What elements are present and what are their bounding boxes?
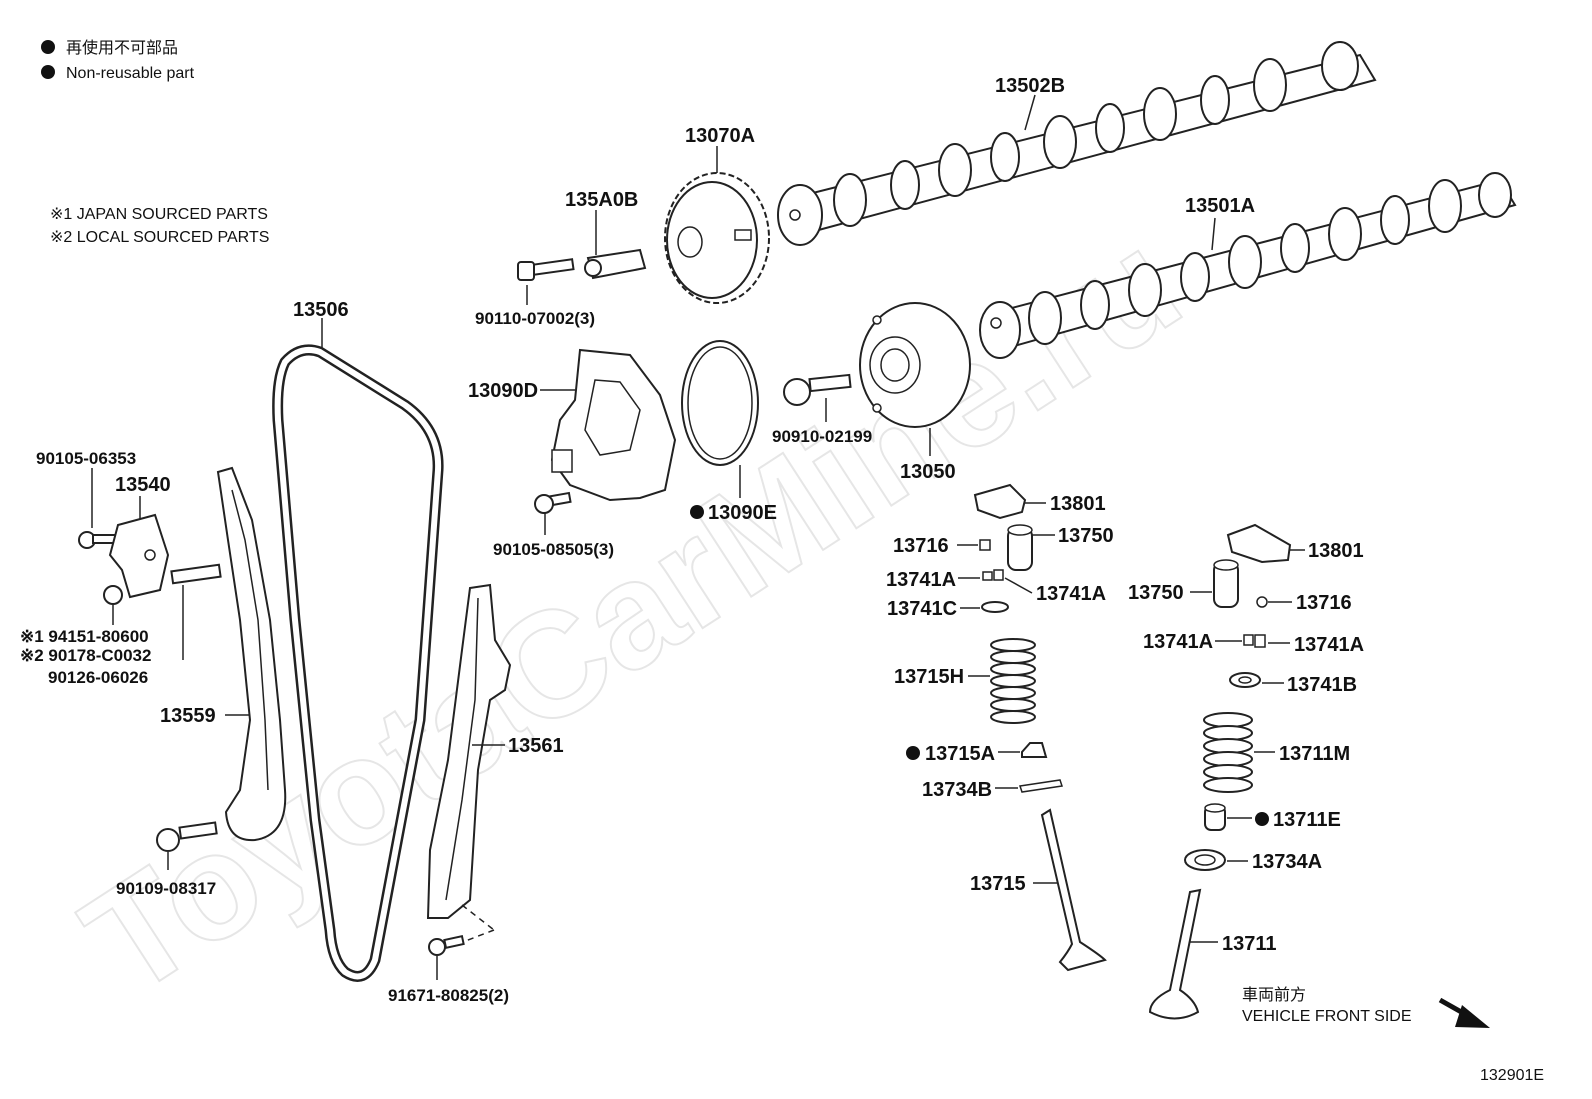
timing-chain-13506 [272,344,444,982]
label-13801-left: 13801 [1050,493,1106,515]
valve-keepers-13741A-left [982,569,1004,581]
label-13741A-a: 13741A [886,569,956,591]
front-direction-jp: 車両前方 [1242,986,1306,1004]
label-90126-06026: 90126-06026 [48,668,148,687]
label-13715A: 13715A [925,743,995,765]
non-reusable-dot-icon [906,746,920,760]
gasket-13090E [681,340,759,466]
timing-chain-case-13090D [550,348,677,502]
front-direction-en: VEHICLE FRONT SIDE [1242,1008,1412,1025]
label-135A0B: 135A0B [565,189,638,211]
label-13741A-b: 13741A [1036,583,1106,605]
valve-keepers-13741A-right [1243,634,1266,648]
non-reusable-dot-icon [41,65,55,79]
label-13540: 13540 [115,474,171,496]
rocker-arm-13801-right [1226,523,1292,564]
label-13070A: 13070A [685,125,755,147]
label-90105-08505: 90105-08505(3) [493,540,614,559]
stud-90126-06026 [170,563,222,585]
exhaust-valve-13715 [1040,808,1107,972]
bolt-90109 [156,821,218,852]
label-13711E: 13711E [1273,809,1341,831]
valve-stem-seal-13711E [1204,803,1226,831]
label-13715H: 13715H [894,666,964,688]
label-13501A: 13501A [1185,195,1255,217]
label-91671-80825: 91671-80825(2) [388,986,509,1005]
label-13801-right: 13801 [1308,540,1364,562]
non-reusable-dot-icon [1255,812,1269,826]
spring-retainer-13741C [981,601,1009,613]
label-13734A: 13734A [1252,851,1322,873]
bolt-90110 [517,258,575,281]
cam-timing-gear-13070A [664,172,770,304]
label-13506: 13506 [293,299,349,321]
cam-timing-gear-13050 [859,302,971,428]
washer-94151 [103,585,123,605]
rocker-arm-13801-left [973,483,1027,520]
spring-seat-13734B [1019,779,1063,793]
legend-en: Non-reusable part [66,65,195,82]
lash-adjuster-13750-right [1213,559,1239,608]
label-94151-80600: ※1 94151-80600 [20,627,149,646]
label-13741A-c: 13741A [1143,631,1213,653]
bolt-90910 [783,373,852,406]
label-13715: 13715 [970,873,1026,895]
front-arrow-icon [1438,997,1490,1028]
chain-vibration-damper-13561 [426,583,512,919]
lash-adjuster-13750-left [1007,524,1033,571]
pad-13716-left [979,539,991,551]
label-13502B: 13502B [995,75,1065,97]
valve-spring-13715H [990,638,1036,724]
camshaft-13502B [777,41,1377,246]
intake-valve-13711 [1148,888,1202,1020]
label-13741A-d: 13741A [1294,634,1364,656]
label-90178-C0032: ※2 90178-C0032 [20,646,151,665]
source-note-local: ※2 LOCAL SOURCED PARTS [50,229,269,246]
label-13711: 13711 [1222,933,1277,955]
label-13561: 13561 [508,735,564,757]
camshaft-13501A [979,172,1517,359]
label-13734B: 13734B [922,779,992,801]
legend: 再使用不可部品 Non-reusable part [41,39,195,82]
label-90110-07002: 90110-07002(3) [475,309,595,328]
bolt-90105-08505 [534,491,572,514]
chain-tensioner-13540 [108,513,170,599]
valve-spring-13711M [1203,712,1253,793]
label-13559: 13559 [160,705,216,727]
label-13716-right: 13716 [1296,592,1352,614]
label-13750-left: 13750 [1058,525,1114,547]
bolt-90105-06353 [78,531,116,549]
chain-tensioner-slipper-13559 [216,466,287,842]
label-13050: 13050 [900,461,956,483]
label-13741B: 13741B [1287,674,1357,696]
label-13090D: 13090D [468,380,538,402]
label-90105-06353: 90105-06353 [36,449,136,468]
non-reusable-dot-icon [41,40,55,54]
label-13090E: 13090E [708,502,777,524]
label-13750-right: 13750 [1128,582,1184,604]
legend-jp: 再使用不可部品 [66,39,178,57]
bolt-91671 [428,935,465,956]
label-13741C: 13741C [887,598,957,620]
non-reusable-dot-icon [690,505,704,519]
label-90910-02199: 90910-02199 [772,427,872,446]
label-13711M: 13711M [1279,743,1350,765]
pad-13716-right [1256,596,1268,608]
valve-stem-seal-13715A [1021,742,1048,758]
label-13716-left: 13716 [893,535,949,557]
oil-control-valve-135A0B [584,248,647,280]
diagram-code: 132901E [1480,1067,1544,1084]
label-90109-08317: 90109-08317 [116,879,216,898]
source-note-japan: ※1 JAPAN SOURCED PARTS [50,206,268,223]
